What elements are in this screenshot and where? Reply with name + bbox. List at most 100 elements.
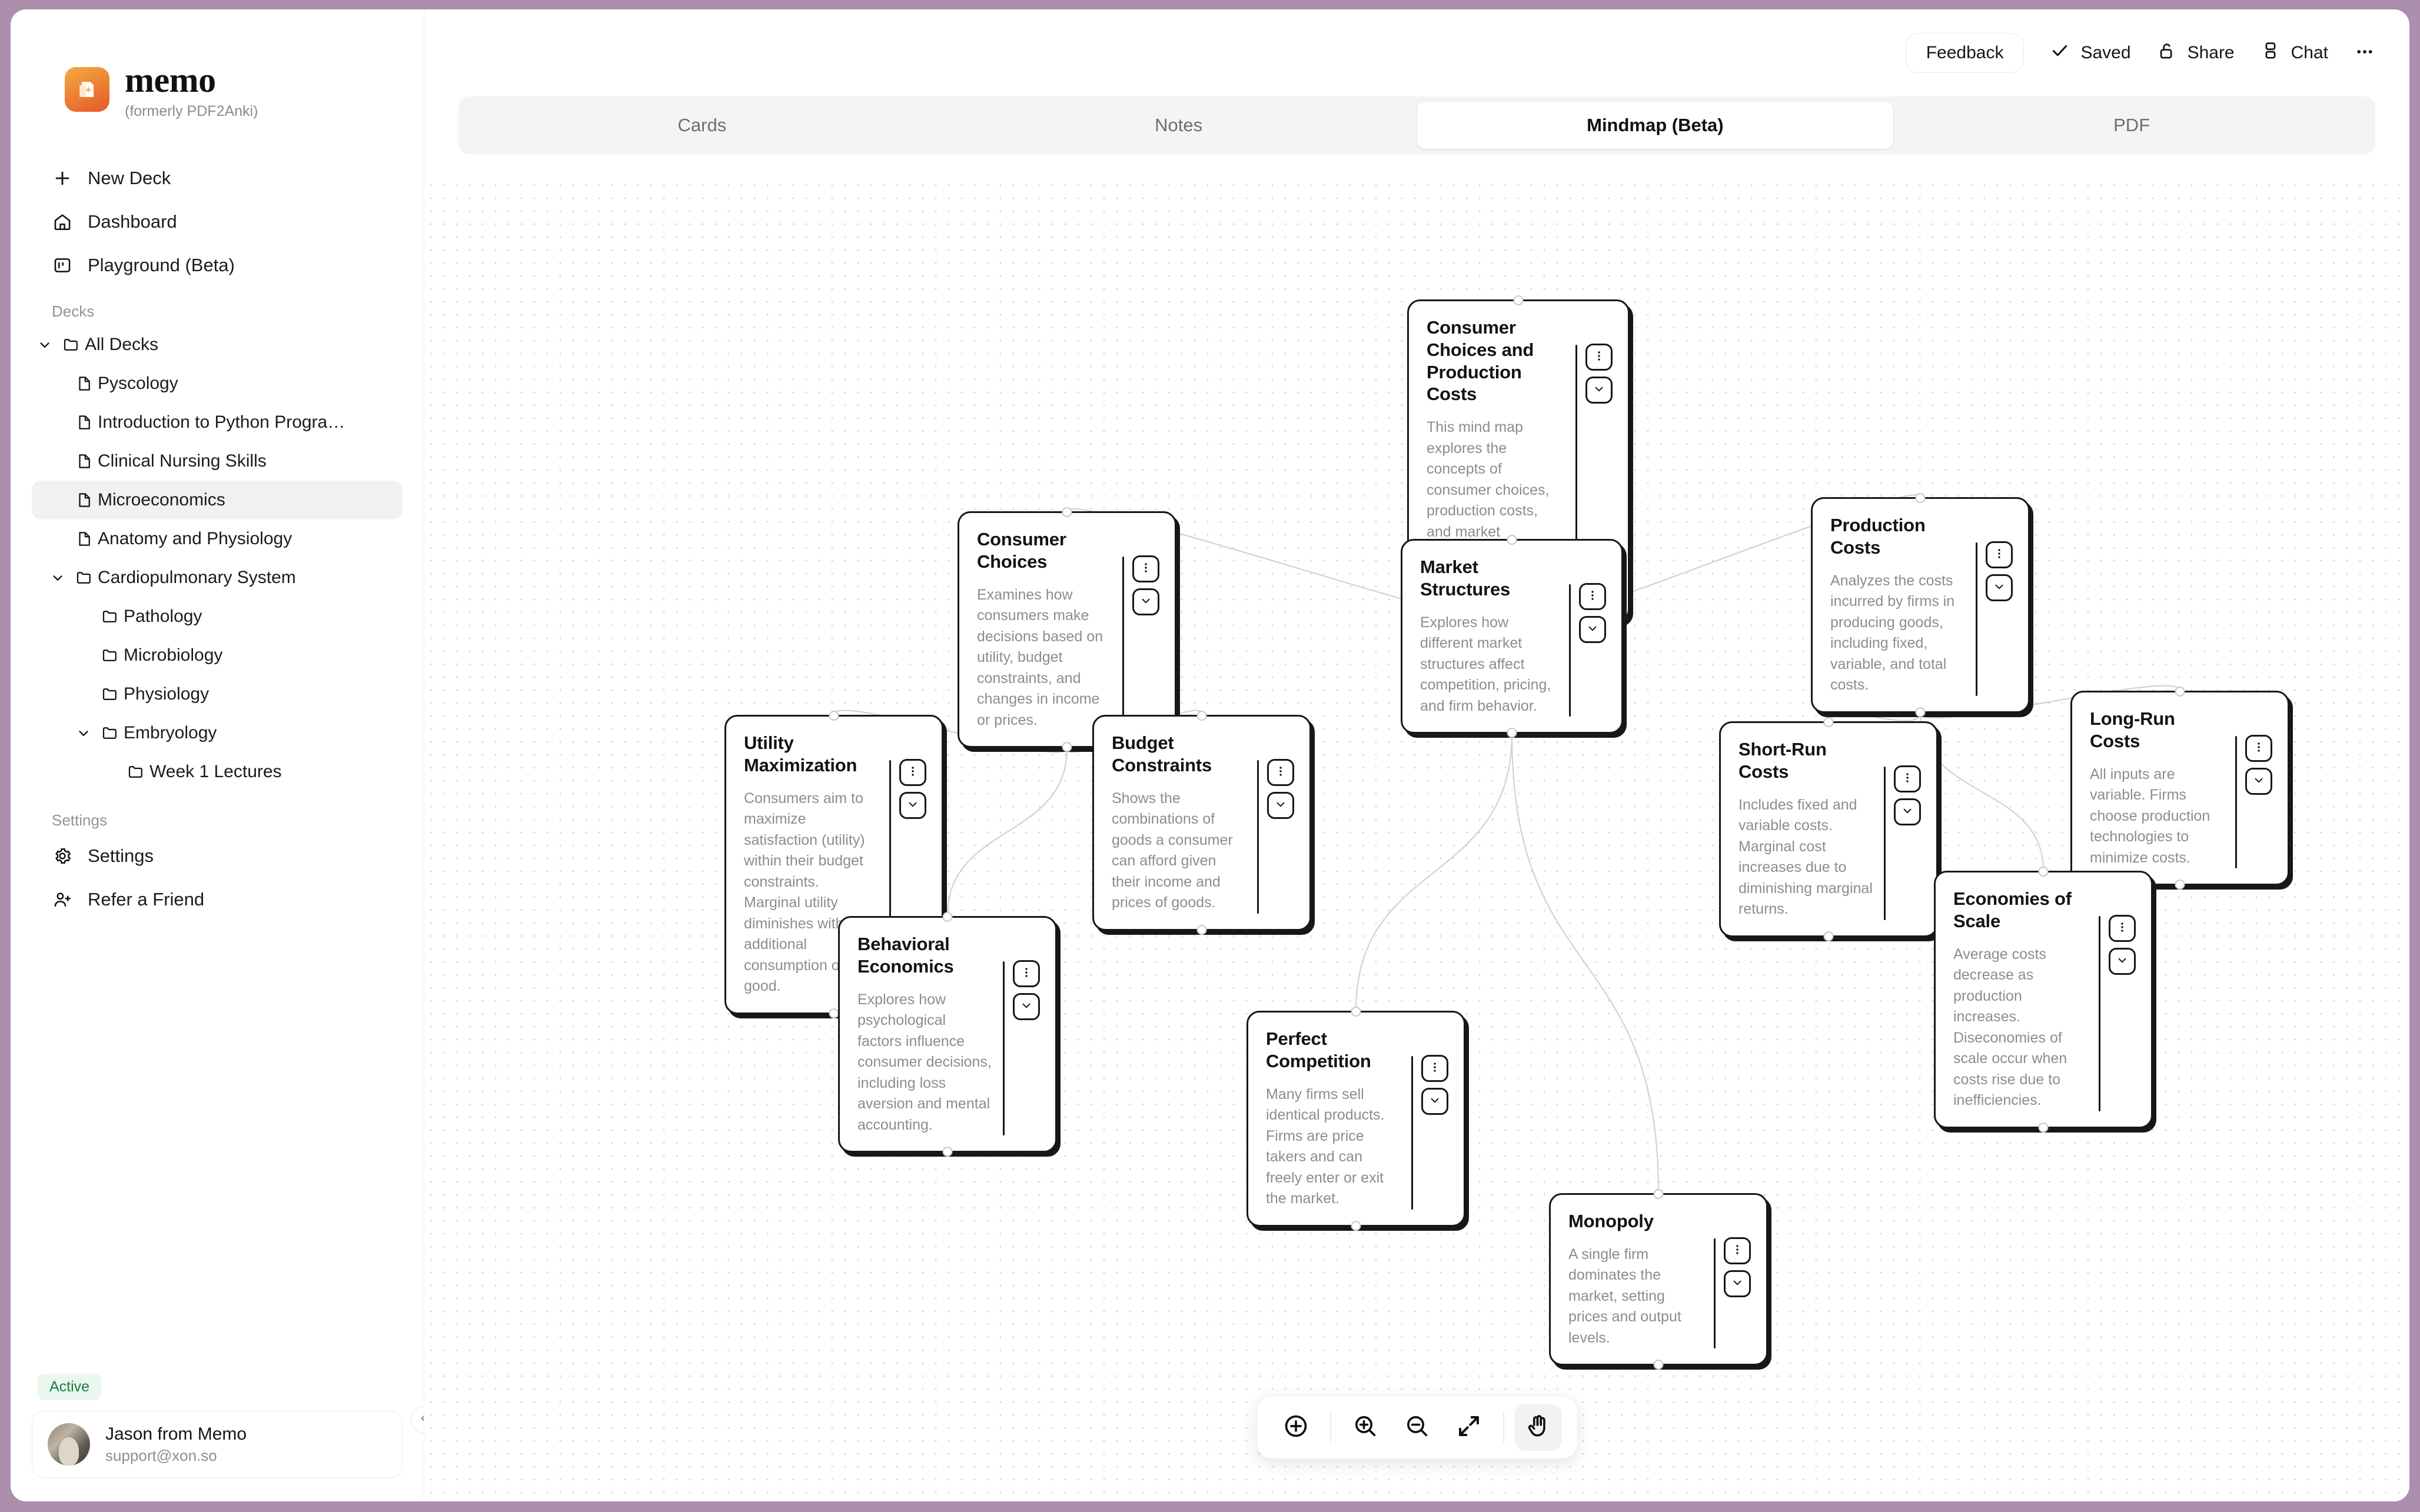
chevron-down-icon bbox=[906, 798, 919, 814]
node-port-top[interactable] bbox=[942, 912, 953, 922]
node-port-bottom[interactable] bbox=[1915, 707, 1926, 717]
deck-tree-item-cardiopulmonary-system[interactable]: Cardiopulmonary System bbox=[32, 558, 403, 597]
node-menu-button[interactable] bbox=[1421, 1055, 1448, 1082]
deck-tree-item-physiology[interactable]: Physiology bbox=[32, 675, 403, 714]
deck-tree-item-pathology[interactable]: Pathology bbox=[32, 597, 403, 636]
node-collapse-button[interactable] bbox=[1421, 1088, 1448, 1115]
user-card[interactable]: Jason from Memo support@xon.so bbox=[32, 1411, 403, 1478]
node-collapse-button[interactable] bbox=[1013, 993, 1040, 1020]
deck-tree-item-clinical-nursing-skills[interactable]: Clinical Nursing Skills bbox=[32, 442, 403, 481]
chevron-down-icon[interactable] bbox=[45, 570, 71, 585]
node-port-top[interactable] bbox=[1915, 493, 1926, 503]
tab-cards[interactable]: Cards bbox=[677, 115, 727, 135]
node-menu-button[interactable] bbox=[1132, 555, 1159, 582]
node-menu-button[interactable] bbox=[1579, 583, 1606, 610]
pan-tool-button[interactable] bbox=[1514, 1404, 1562, 1451]
node-menu-button[interactable] bbox=[1267, 759, 1294, 786]
node-collapse-button[interactable] bbox=[1585, 377, 1613, 404]
node-menu-button[interactable] bbox=[1013, 960, 1040, 987]
deck-tree-item-all-decks[interactable]: All Decks bbox=[32, 325, 403, 364]
nav-item-new-deck[interactable]: New Deck bbox=[32, 156, 403, 200]
node-menu-button[interactable] bbox=[1724, 1237, 1751, 1264]
node-port-top[interactable] bbox=[1196, 711, 1207, 721]
feedback-button[interactable]: Feedback bbox=[1905, 33, 2025, 73]
node-port-bottom[interactable] bbox=[1196, 924, 1207, 935]
node-menu-button[interactable] bbox=[899, 759, 926, 786]
node-menu-button[interactable] bbox=[2109, 915, 2136, 942]
zoom-in-button[interactable] bbox=[1342, 1404, 1389, 1451]
node-menu-button[interactable] bbox=[1585, 344, 1613, 371]
node-collapse-button[interactable] bbox=[1579, 616, 1606, 643]
deck-tree-item-embryology[interactable]: Embryology bbox=[32, 714, 403, 752]
tab-notes[interactable]: Notes bbox=[1155, 115, 1203, 135]
brand-subtitle: (formerly PDF2Anki) bbox=[125, 103, 258, 119]
more-options-button[interactable] bbox=[2354, 41, 2375, 65]
node-collapse-button[interactable] bbox=[1267, 792, 1294, 819]
deck-tree-item-microbiology[interactable]: Microbiology bbox=[32, 636, 403, 675]
node-port-top[interactable] bbox=[2038, 867, 2049, 877]
node-menu-button[interactable] bbox=[1986, 541, 2013, 568]
nav-item-playground[interactable]: Playground (Beta) bbox=[32, 244, 403, 287]
node-port-top[interactable] bbox=[1507, 535, 1517, 545]
tab-mindmap-beta[interactable]: Mindmap (Beta) bbox=[1417, 102, 1894, 149]
node-port-top[interactable] bbox=[1513, 295, 1524, 305]
node-menu-button[interactable] bbox=[1894, 765, 1921, 792]
node-collapse-button[interactable] bbox=[2245, 768, 2272, 795]
node-port-bottom[interactable] bbox=[1062, 742, 1072, 752]
node-collapse-button[interactable] bbox=[1986, 574, 2013, 601]
node-port-bottom[interactable] bbox=[1507, 728, 1517, 738]
tab-pdf[interactable]: PDF bbox=[2113, 115, 2150, 135]
add-node-button[interactable] bbox=[1272, 1404, 1319, 1451]
node-collapse-button[interactable] bbox=[1894, 798, 1921, 825]
node-title: Consumer Choices bbox=[977, 529, 1066, 572]
deck-tree-item-anatomy-and-physiology[interactable]: Anatomy and Physiology bbox=[32, 519, 403, 558]
node-collapse-button[interactable] bbox=[899, 792, 926, 819]
share-button[interactable]: Share bbox=[2157, 41, 2235, 65]
node-port-bottom[interactable] bbox=[942, 1147, 953, 1157]
nav-item-dashboard[interactable]: Dashboard bbox=[32, 200, 403, 244]
node-port-top[interactable] bbox=[829, 711, 839, 721]
deck-tree-item-week-1-lectures[interactable]: Week 1 Lectures bbox=[32, 752, 403, 791]
chevron-down-icon[interactable] bbox=[71, 725, 97, 741]
node-port-bottom[interactable] bbox=[2175, 880, 2185, 890]
nav-item-refer-a-friend[interactable]: Refer a Friend bbox=[32, 878, 403, 921]
node-collapse-button[interactable] bbox=[1724, 1270, 1751, 1297]
node-port-bottom[interactable] bbox=[1653, 1360, 1664, 1370]
node-port-top[interactable] bbox=[1351, 1007, 1361, 1017]
node-menu-button[interactable] bbox=[2245, 735, 2272, 762]
brand[interactable]: memo (formerly PDF2Anki) bbox=[11, 9, 424, 120]
node-collapse-button[interactable] bbox=[1132, 588, 1159, 615]
node-port-bottom[interactable] bbox=[1351, 1220, 1361, 1231]
fit-view-button[interactable] bbox=[1445, 1404, 1492, 1451]
node-port-top[interactable] bbox=[2175, 687, 2185, 697]
decks-section-label: Decks bbox=[52, 302, 95, 320]
deck-tree-item-introduction-to-python-progra[interactable]: Introduction to Python Progra… bbox=[32, 403, 403, 442]
deck-tree-item-pyscology[interactable]: Pyscology bbox=[32, 364, 403, 403]
chevron-down-icon[interactable] bbox=[32, 337, 58, 352]
zoom-out-button[interactable] bbox=[1394, 1404, 1441, 1451]
chat-button[interactable]: Chat bbox=[2261, 41, 2328, 65]
node-port-bottom[interactable] bbox=[2038, 1122, 2049, 1133]
node-port-bottom[interactable] bbox=[829, 1008, 839, 1018]
node-port-top[interactable] bbox=[1653, 1189, 1664, 1199]
nav-item-settings[interactable]: Settings bbox=[32, 834, 403, 878]
node-port-top[interactable] bbox=[1062, 507, 1072, 517]
home-icon bbox=[52, 211, 73, 232]
kebab-menu-icon bbox=[2252, 741, 2265, 757]
expand-icon bbox=[1455, 1413, 1482, 1443]
node-collapse-button[interactable] bbox=[2109, 948, 2136, 975]
node-port-bottom[interactable] bbox=[1823, 931, 1834, 941]
node-port-top[interactable] bbox=[1823, 717, 1834, 727]
deck-tree-item-microeconomics[interactable]: Microeconomics bbox=[32, 481, 403, 519]
